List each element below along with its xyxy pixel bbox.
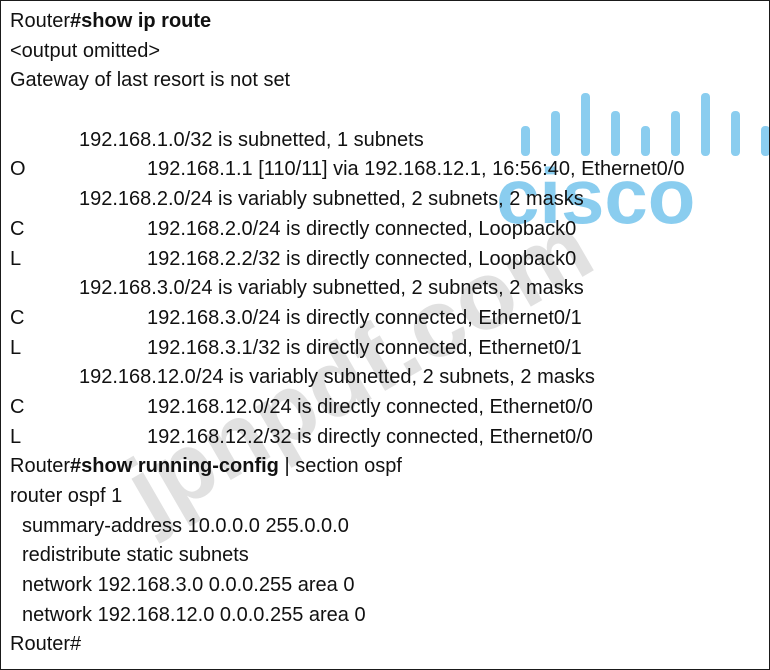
route-code: O — [10, 158, 26, 181]
config-line: summary-address 10.0.0.0 255.0.0.0 — [22, 514, 349, 537]
command-text: #show running-config — [70, 455, 279, 478]
route-entry: L 192.168.12.2/32 is directly connected,… — [10, 423, 769, 453]
command-line-1: Router#show ip route — [10, 7, 769, 37]
route-code: C — [10, 395, 25, 418]
route-header: 192.168.3.0/24 is variably subnetted, 2 … — [79, 277, 584, 300]
blank-line — [10, 96, 769, 126]
route-entry: L 192.168.3.1/32 is directly connected, … — [10, 334, 769, 364]
gateway-line: Gateway of last resort is not set — [10, 69, 291, 92]
route-code: L — [10, 425, 22, 448]
config-line: network 192.168.3.0 0.0.0.255 area 0 — [22, 574, 355, 597]
route-header: 192.168.2.0/24 is variably subnetted, 2 … — [79, 188, 584, 211]
final-prompt: Router# — [10, 633, 82, 656]
route-entry: L 192.168.2.2/32 is directly connected, … — [10, 245, 769, 275]
route-text: 192.168.12.2/32 is directly connected, E… — [147, 425, 593, 448]
cli-output: Router#show ip route <output omitted> Ga… — [10, 7, 769, 660]
route-code: L — [10, 336, 22, 359]
route-entry: O 192.168.1.1 [110/11] via 192.168.12.1,… — [10, 155, 769, 185]
command-line-2: Router#show running-config | section osp… — [10, 452, 769, 482]
route-entry: C 192.168.12.0/24 is directly connected,… — [10, 393, 769, 423]
config-line: redistribute static subnets — [22, 544, 249, 567]
route-code: C — [10, 217, 25, 240]
route-header: 192.168.12.0/24 is variably subnetted, 2… — [79, 366, 595, 389]
route-text: 192.168.1.1 [110/11] via 192.168.12.1, 1… — [147, 158, 685, 181]
config-router-line: router ospf 1 — [10, 485, 123, 507]
command-text: #show ip route — [70, 10, 212, 32]
route-text: 192.168.2.2/32 is directly connected, Lo… — [147, 247, 577, 270]
config-line: network 192.168.12.0 0.0.0.255 area 0 — [22, 603, 366, 626]
route-text: 192.168.3.1/32 is directly connected, Et… — [147, 336, 582, 359]
route-entry: C 192.168.2.0/24 is directly connected, … — [10, 215, 769, 245]
prompt: Router — [10, 10, 71, 32]
route-text: 192.168.2.0/24 is directly connected, Lo… — [147, 217, 577, 240]
route-text: 192.168.12.0/24 is directly connected, E… — [147, 395, 593, 418]
route-code: C — [10, 306, 25, 329]
command-suffix: | section ospf — [278, 455, 402, 478]
route-entry: C 192.168.3.0/24 is directly connected, … — [10, 304, 769, 334]
route-text: 192.168.3.0/24 is directly connected, Et… — [147, 306, 582, 329]
route-code: L — [10, 247, 22, 270]
output-omitted: <output omitted> — [10, 39, 161, 62]
route-header: 192.168.1.0/32 is subnetted, 1 subnets — [79, 128, 424, 151]
prompt: Router — [10, 455, 71, 478]
